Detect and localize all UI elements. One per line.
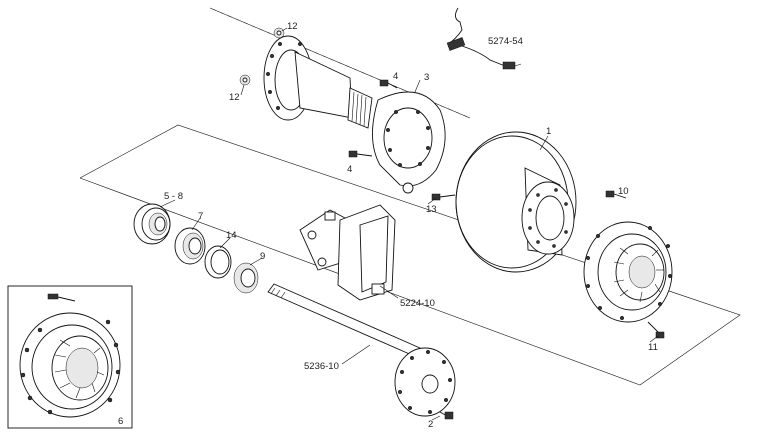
bolt-part-10 <box>605 190 627 199</box>
callout-10: 10 <box>618 186 629 197</box>
callout-5-8: 5 - 8 <box>164 191 183 202</box>
callout-2: 2 <box>428 419 433 430</box>
bolt-part-2 <box>439 411 454 420</box>
callout-7: 7 <box>198 211 203 222</box>
ring-part-14 <box>204 245 232 279</box>
callout-9: 9 <box>260 251 265 262</box>
bolt-part-4-top <box>379 79 398 89</box>
bearing-part-5-8 <box>133 203 171 245</box>
abs-sensor-5274-54 <box>446 7 522 70</box>
callout-1: 1 <box>546 126 551 137</box>
callout-5236-10: 5236-10 <box>304 361 339 372</box>
callout-4-bottom: 4 <box>347 164 352 175</box>
bolt-part-4-bottom <box>348 150 373 158</box>
wheel-hub <box>583 221 673 323</box>
nut-part-9 <box>233 262 259 294</box>
bolt-part-13 <box>431 193 456 201</box>
callout-5274-54: 5274-54 <box>488 36 523 47</box>
axle-shaft-5236-10 <box>267 283 456 417</box>
nut-part-12-bottom <box>239 74 251 86</box>
brake-caliper-5224-10 <box>299 204 396 301</box>
stub-axle <box>263 35 373 129</box>
dust-shield-part-3 <box>372 91 446 194</box>
callout-14: 14 <box>226 230 237 241</box>
inset-box-part-6 <box>7 285 133 429</box>
seal-part-7 <box>174 227 206 265</box>
callout-6: 6 <box>118 416 123 427</box>
callout-5224-10: 5224-10 <box>400 298 435 309</box>
brake-disc-part-1 <box>455 131 577 273</box>
nut-part-12-top <box>273 27 285 39</box>
callout-11: 11 <box>648 342 658 353</box>
bolt-part-11 <box>647 321 665 339</box>
leader-lines <box>159 27 659 421</box>
callout-12-top: 12 <box>287 21 298 32</box>
callout-12-bottom: 12 <box>229 92 240 103</box>
callout-3: 3 <box>424 72 429 83</box>
callout-4-top: 4 <box>393 71 398 82</box>
callout-13: 13 <box>426 204 437 215</box>
